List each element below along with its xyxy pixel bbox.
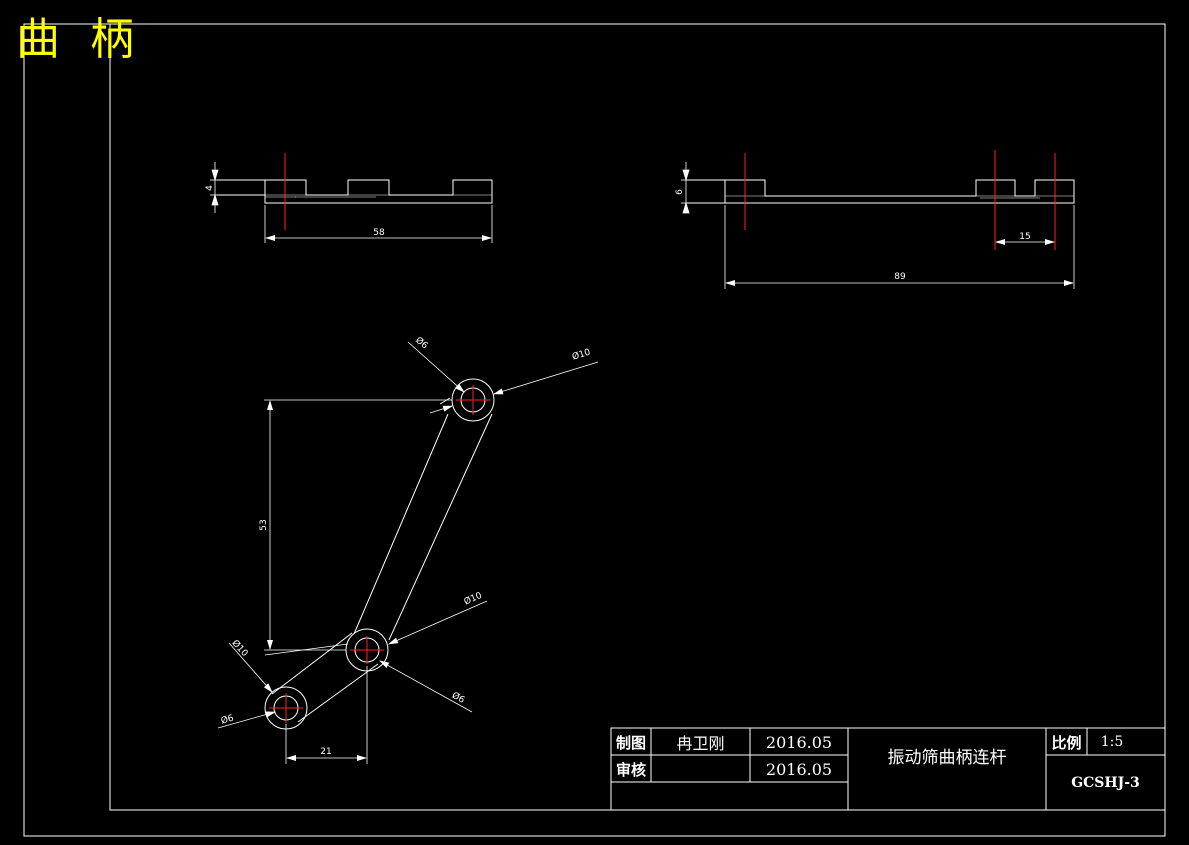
part-name: 振动筛曲柄连杆 bbox=[887, 748, 1007, 768]
dim-right-thickness bbox=[681, 162, 692, 214]
title-block-grid bbox=[610, 727, 1166, 811]
leader-lines bbox=[217, 341, 599, 729]
dim-label: 21 bbox=[320, 747, 331, 757]
review-label: 审核 bbox=[615, 760, 646, 779]
dim-label: 53 bbox=[259, 519, 269, 530]
link-bar-lower bbox=[271, 632, 379, 723]
dim-left-thickness bbox=[210, 162, 221, 213]
dim-label: Ø10 bbox=[230, 638, 251, 659]
inner-frame bbox=[109, 23, 1166, 811]
dim-label: 6 bbox=[675, 189, 685, 195]
outer-frame bbox=[23, 23, 1166, 837]
dim-label: Ø6 bbox=[450, 690, 467, 706]
dim-label: Ø10 bbox=[462, 590, 484, 608]
dim-label: 15 bbox=[1019, 232, 1030, 242]
scale-label: 比例 bbox=[1051, 733, 1082, 752]
dim-label: 4 bbox=[205, 185, 215, 191]
drawing-number: GCSHJ-3 bbox=[1071, 775, 1140, 791]
drawing-title: 曲 柄 bbox=[16, 14, 142, 65]
side-view-left bbox=[217, 179, 493, 204]
dim-label: Ø10 bbox=[571, 347, 592, 363]
dim-label: 89 bbox=[894, 272, 906, 282]
dim-vertical-distance bbox=[264, 399, 452, 651]
dim-horizontal-distance bbox=[285, 666, 368, 764]
link-bar-upper bbox=[353, 413, 493, 641]
centerline bbox=[269, 385, 490, 723]
draw-date: 2016.05 bbox=[765, 732, 833, 752]
dim-left-length bbox=[264, 205, 493, 243]
draw-label: 制图 bbox=[615, 733, 646, 752]
dim-label: 58 bbox=[373, 228, 385, 238]
dim-right-length bbox=[724, 205, 1075, 289]
side-view-right bbox=[687, 179, 1075, 204]
scale-value: 1:5 bbox=[1100, 734, 1124, 750]
review-date: 2016.05 bbox=[765, 759, 833, 779]
dim-label: Ø6 bbox=[220, 712, 236, 726]
drafter-name: 冉卫刚 bbox=[676, 734, 725, 753]
